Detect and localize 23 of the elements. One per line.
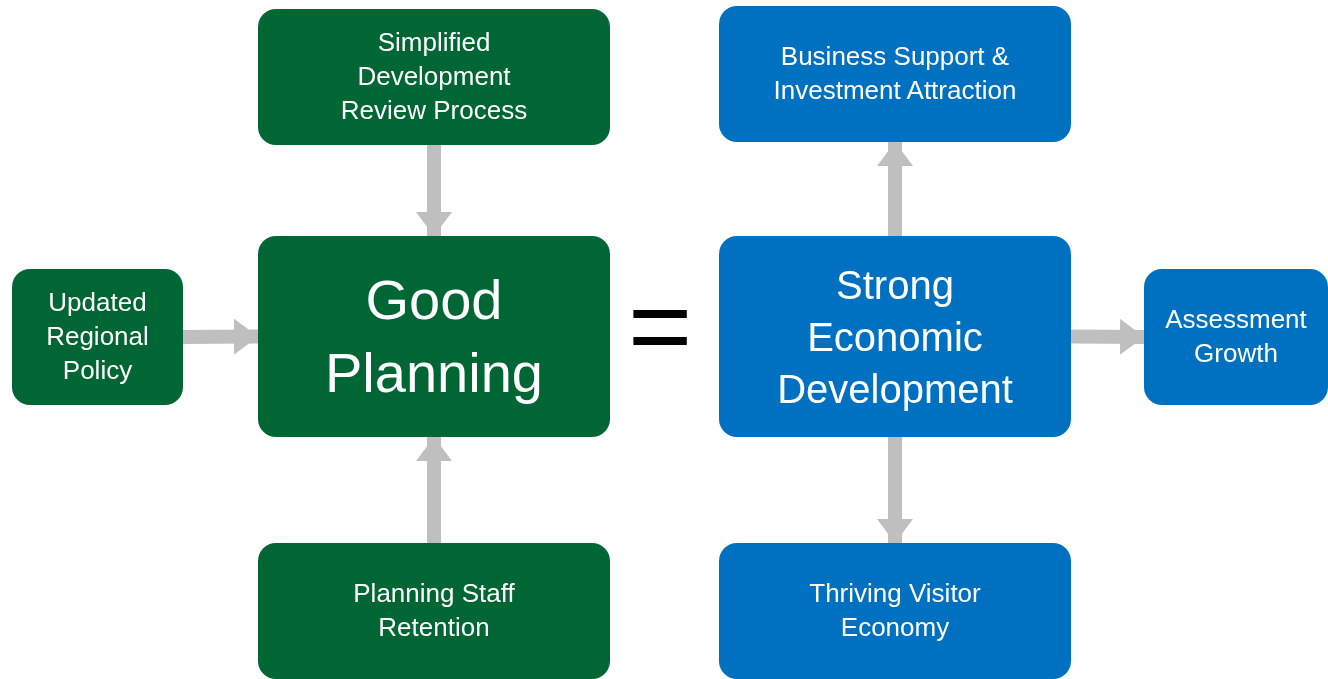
box-label: Strong Economic Development [776,261,1014,413]
arrow [416,437,452,543]
box-label: Business Support & Investment Attraction [772,40,1018,107]
equals-sign: = [628,270,693,380]
process-box [258,9,610,145]
arrow [1070,318,1145,355]
box-label: Updated Regional Policy [45,286,150,387]
box-label: Assessment Growth [1164,303,1308,370]
process-box [12,269,183,405]
process-box [1144,269,1328,405]
arrow [877,142,913,236]
arrow [416,145,452,236]
arrow [182,318,259,355]
process-box [719,543,1071,679]
arrow [877,437,913,543]
box-label: Thriving Visitor Economy [808,577,982,644]
process-box [719,236,1071,437]
process-box [258,543,610,679]
process-box [258,236,610,437]
box-label: Good Planning [324,266,544,406]
box-label: Simplified Development Review Process [339,26,529,127]
process-box [719,6,1071,142]
box-label: Planning Staff Retention [352,577,516,644]
